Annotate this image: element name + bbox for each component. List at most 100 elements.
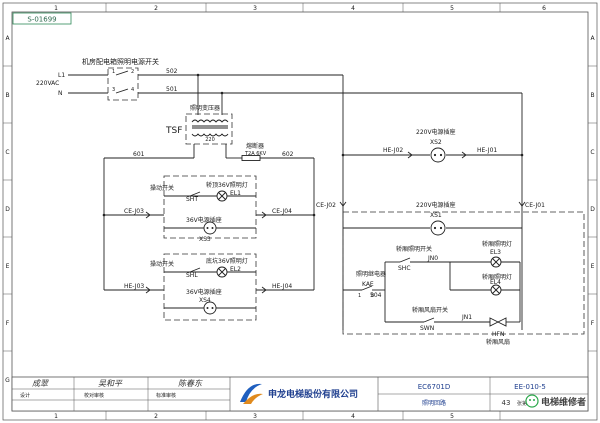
- wire-502: 502: [166, 68, 178, 75]
- row-letter-d: D: [5, 206, 10, 213]
- row-letter-g: G: [5, 377, 10, 384]
- supply-pin-2: 2: [131, 69, 134, 75]
- socket-xs2-code: XS2: [430, 139, 442, 146]
- col-number-5: 5: [450, 5, 454, 12]
- sw-sht-label: 操动开关: [150, 184, 174, 192]
- col-number-4-bottom: 4: [351, 413, 355, 420]
- row-letter-c: C: [5, 149, 9, 156]
- sw-swn-code: SWN: [420, 325, 434, 332]
- sw-shl-label: 操动开关: [150, 260, 174, 268]
- connector-he-j02: HE-J02: [383, 147, 403, 154]
- supply-switch-title: 机房配电箱照明电源开关: [82, 57, 159, 66]
- supply-switch-box: [107, 67, 139, 101]
- sheet-id: S-01699: [27, 16, 56, 24]
- col-number-2: 2: [154, 5, 158, 12]
- transformer-label: 照明变压器: [190, 104, 220, 112]
- fuse-label: 熔断器: [246, 142, 264, 150]
- socket-xs4-label: 36V电源插座: [186, 288, 222, 296]
- row-letter-a: A: [5, 35, 10, 42]
- terminal-l1: L1: [58, 72, 65, 79]
- connector-ce-j02: CE-J02: [316, 202, 336, 209]
- drawing-title: 照明回路: [422, 399, 446, 407]
- supply-pin-1: 1: [112, 69, 115, 75]
- lamp-el4-label: 轿厢照明灯: [482, 273, 512, 281]
- row-label-standard: 标准审核: [156, 392, 176, 399]
- row-letter-b-right: B: [590, 92, 594, 99]
- wire-504: 504: [370, 292, 382, 299]
- col-number-4: 4: [351, 5, 355, 12]
- connector-ce-j04: CE-J04: [272, 208, 292, 215]
- sw-swn-label: 轿厢风扇开关: [412, 306, 448, 314]
- wire-601: 601: [133, 151, 145, 158]
- sw-sht-code: SHT: [186, 196, 198, 203]
- col-number-6: 6: [542, 5, 546, 12]
- socket-xs1-icon: [430, 220, 446, 236]
- connector-he-j04: HE-J04: [272, 283, 292, 290]
- col-number-1: 1: [54, 5, 58, 12]
- left-circuit: CE-J03 CE-J04 操动开关 SHT 轿顶36V照明灯 EL1 36V电…: [102, 158, 316, 321]
- relay-pin-8: 8: [371, 293, 374, 299]
- supply-voltage: 220VAC: [36, 80, 59, 87]
- fan-icon: [489, 317, 507, 327]
- socket-xs2-icon: [430, 147, 446, 163]
- transformer-section: 照明变压器 TSF 220 熔断器 T2A 6KV 601 602: [104, 75, 314, 161]
- watermark: 电梯维修者: [525, 394, 586, 408]
- wire-501: 501: [166, 86, 178, 93]
- relay-pin-1: 1: [358, 293, 361, 299]
- lamp-el1-label: 轿顶36V照明灯: [206, 181, 248, 189]
- row-letter-d-right: D: [590, 206, 595, 213]
- fuse-rating: T2A 6KV: [244, 151, 267, 157]
- supply-section: 机房配电箱照明电源开关 220VAC L1 N 1 2 3 4 502 501: [36, 57, 522, 101]
- socket-xs4-icon: [203, 301, 217, 315]
- row-label-design: 设计: [20, 392, 30, 399]
- car-boundary: [342, 211, 585, 335]
- terminal-n: N: [58, 90, 63, 97]
- wire-602: 602: [282, 151, 294, 158]
- supply-pin-4: 4: [131, 87, 134, 93]
- fan-code: HFN: [492, 331, 504, 338]
- sw-shc-label: 轿厢照明开关: [396, 245, 432, 253]
- col-number-1-bottom: 1: [54, 413, 58, 420]
- socket-xs3-icon: [203, 221, 217, 235]
- row-letter-a-right: A: [590, 35, 595, 42]
- page-number: 43: [502, 399, 511, 407]
- watermark-text: 电梯维修者: [541, 396, 586, 408]
- socket-xs4-code: XS4: [199, 297, 211, 304]
- lamp-el3-label: 轿厢照明灯: [482, 240, 512, 248]
- wechat-icon: [525, 394, 539, 408]
- row-letter-f: F: [6, 320, 10, 327]
- socket-xs3-code: XS3: [199, 236, 211, 243]
- row-label-check: 校对审核: [84, 392, 104, 399]
- lamp-el1-code: EL1: [230, 190, 241, 197]
- lamp-el4-code: EL4: [490, 279, 501, 286]
- connector-ce-j03: CE-J03: [124, 208, 144, 215]
- socket-xs2-label: 220V电源插座: [416, 128, 456, 136]
- socket-xs1-label: 220V电源插座: [416, 201, 456, 209]
- lamp-el2-label: 底坑36V照明灯: [206, 257, 248, 265]
- wire-jn0: JN0: [427, 255, 438, 262]
- signature-approver: 陈春东: [178, 379, 203, 388]
- supply-pin-3: 3: [112, 87, 115, 93]
- connector-he-j01: HE-J01: [477, 147, 497, 154]
- page-label: 张第: [517, 400, 527, 407]
- row-letter-e-right: E: [591, 263, 595, 270]
- row-letter-c-right: C: [590, 149, 594, 156]
- title-block: 成翠 吴和平 陈春东 设计 校对审核 标准审核 申龙电梯股份有限公司 EC670…: [11, 376, 589, 412]
- socket-xs3-label: 36V电源插座: [186, 216, 222, 224]
- drawing-number: EC6701D: [418, 383, 451, 391]
- row-letter-b: B: [5, 92, 9, 99]
- row-letter-f-right: F: [591, 320, 595, 327]
- signature-checker: 吴和平: [98, 379, 123, 388]
- row-letter-e: E: [6, 263, 10, 270]
- sheet-number: EE-010-5: [514, 383, 546, 391]
- right-circuit: 220V电源插座 XS2 HE-J02 HE-J01 CE-J02 CE-J01…: [316, 75, 585, 346]
- inner-border: [11, 11, 589, 412]
- socket-xs1-code: XS1: [430, 212, 442, 219]
- lamp-el2-code: EL2: [230, 266, 241, 273]
- transformer-code: TSF: [165, 126, 182, 136]
- lamp-el3-code: EL3: [490, 249, 501, 256]
- signature-designer: 成翠: [32, 379, 49, 388]
- col-number-2-bottom: 2: [154, 413, 158, 420]
- connector-ce-j01: CE-J01: [525, 202, 545, 209]
